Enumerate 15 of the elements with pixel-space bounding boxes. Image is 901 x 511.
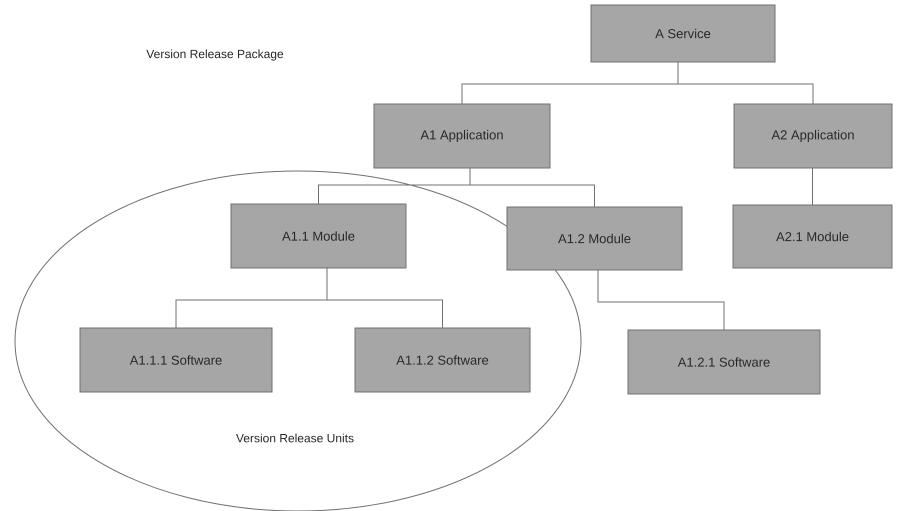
connector-line <box>326 268 443 328</box>
process-box: A2 Application <box>734 104 893 168</box>
process-box: A1.2.1 Software <box>628 330 820 394</box>
connector-line <box>678 62 814 104</box>
process-box: A1 Application <box>374 104 550 168</box>
connector-line <box>598 270 724 330</box>
process-box: A1.1.2 Software <box>354 328 530 392</box>
title-label: Version Release Package <box>146 49 284 61</box>
process-box: A1.1 Module <box>230 204 406 268</box>
process-box: A1.2 Module <box>506 206 682 270</box>
connector-line <box>812 168 814 205</box>
process-box: A2.1 Module <box>732 204 893 268</box>
process-box: A1.1.1 Software <box>80 328 272 392</box>
process-box: A Service <box>590 4 776 62</box>
connector-line <box>470 168 595 207</box>
